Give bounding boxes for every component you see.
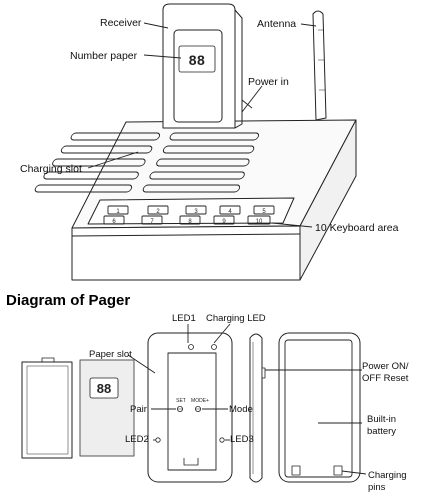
label-charging-slot: Charging slot: [20, 163, 82, 175]
label-built-in-line2: battery: [367, 426, 397, 437]
receiver-display-digits: 88: [189, 52, 206, 68]
key-10: 10: [256, 219, 263, 225]
pager-back-cover: [21, 357, 73, 459]
label-number-paper: Number paper: [70, 50, 138, 62]
leader-lines: [87, 22, 367, 475]
label-led2: LED2: [125, 434, 149, 445]
charging-slots: [34, 132, 260, 193]
label-keyboard-area: 10 Keyboard area: [315, 222, 399, 234]
label-charging-led: Charging LED: [206, 313, 266, 324]
label-receiver: Receiver: [100, 17, 142, 29]
label-paper-slot: Paper slot: [89, 349, 132, 360]
label-antenna: Antenna: [257, 18, 297, 30]
key-9: 9: [222, 219, 226, 225]
device-glyphs: 88 88 SET MODE+ 1 2 3 4 5 6 7 8 9 10: [97, 52, 267, 404]
keypad-keys: [103, 205, 275, 225]
key-5: 5: [262, 209, 266, 215]
label-power-on-off-line2: OFF Reset: [362, 373, 409, 384]
charging-base: [71, 119, 357, 281]
pager-number-paper: [79, 359, 135, 457]
label-pair: Pair: [130, 404, 147, 415]
pager-side-view: [249, 333, 266, 483]
set-button-label: SET: [176, 398, 186, 404]
label-built-in-line1: Built-in: [367, 414, 397, 425]
pager-front: [147, 332, 233, 483]
key-3: 3: [194, 209, 198, 215]
mode-button-label: MODE+: [191, 398, 209, 404]
label-mode: Mode: [229, 404, 253, 415]
key-1: 1: [116, 209, 120, 215]
paper-display-digits: 88: [97, 381, 111, 396]
label-charging-pins-line2: pins: [368, 482, 386, 493]
key-2: 2: [156, 209, 160, 215]
label-charging-pins-line1: Charging: [368, 470, 407, 481]
key-7: 7: [150, 219, 154, 225]
key-8: 8: [188, 219, 192, 225]
label-led3: LED3: [230, 434, 254, 445]
pager-back-view: [278, 332, 361, 483]
label-power-in: Power in: [248, 76, 289, 88]
receiver-device: [162, 3, 243, 129]
antenna: [312, 10, 327, 121]
section-title: Diagram of Pager: [6, 292, 131, 309]
key-6: 6: [112, 219, 116, 225]
label-led1: LED1: [172, 313, 196, 324]
key-4: 4: [228, 209, 232, 215]
label-power-on-off-line1: Power ON/: [362, 361, 409, 372]
